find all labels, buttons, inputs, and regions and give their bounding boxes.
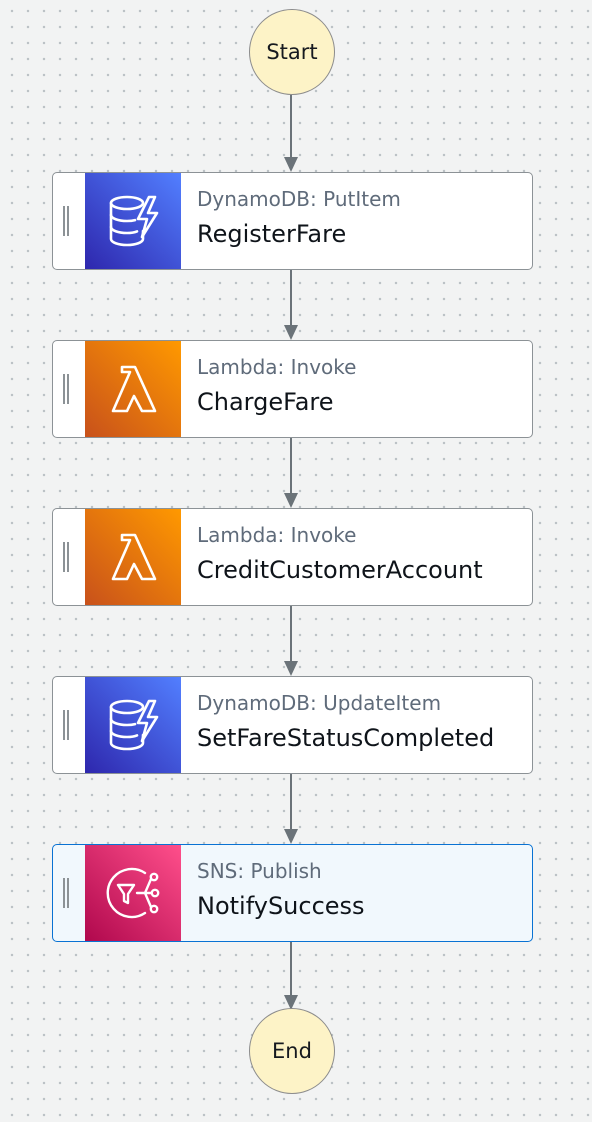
drag-handle-icon[interactable] (62, 878, 70, 908)
state-type-label: Lambda: Invoke (197, 523, 357, 547)
dynamodb-icon (85, 677, 181, 773)
connector-4 (290, 774, 292, 831)
state-charge-fare[interactable]: Lambda: Invoke ChargeFare (52, 340, 533, 438)
sns-icon (85, 845, 181, 941)
dynamodb-icon (85, 173, 181, 269)
state-notify-success[interactable]: SNS: Publish NotifySuccess (52, 844, 533, 942)
state-name-label: SetFareStatusCompleted (197, 724, 495, 752)
state-credit-customer-account[interactable]: Lambda: Invoke CreditCustomerAccount (52, 508, 533, 606)
state-set-fare-status-completed[interactable]: DynamoDB: UpdateItem SetFareStatusComple… (52, 676, 533, 774)
drag-handle-icon[interactable] (62, 710, 70, 740)
state-name-label: CreditCustomerAccount (197, 556, 483, 584)
start-node[interactable]: Start (249, 9, 335, 95)
connector-start (290, 95, 292, 159)
end-label: End (272, 1039, 312, 1063)
arrowhead-2 (284, 493, 298, 508)
state-type-label: Lambda: Invoke (197, 355, 357, 379)
lambda-icon (85, 341, 181, 437)
state-type-label: DynamoDB: UpdateItem (197, 691, 442, 715)
connector-end (290, 942, 292, 997)
end-node[interactable]: End (249, 1008, 335, 1094)
drag-handle-icon[interactable] (62, 206, 70, 236)
arrowhead-4 (284, 829, 298, 844)
state-name-label: ChargeFare (197, 388, 334, 416)
connector-1 (290, 270, 292, 327)
arrowhead-1 (284, 325, 298, 340)
state-register-fare[interactable]: DynamoDB: PutItem RegisterFare (52, 172, 533, 270)
arrowhead-start (284, 157, 298, 172)
arrowhead-end (284, 995, 298, 1010)
drag-handle-icon[interactable] (62, 542, 70, 572)
connector-2 (290, 438, 292, 495)
drag-handle-icon[interactable] (62, 374, 70, 404)
connector-3 (290, 606, 292, 663)
arrowhead-3 (284, 661, 298, 676)
state-name-label: RegisterFare (197, 220, 347, 248)
lambda-icon (85, 509, 181, 605)
state-type-label: DynamoDB: PutItem (197, 187, 401, 211)
state-name-label: NotifySuccess (197, 892, 365, 920)
start-label: Start (266, 40, 318, 64)
state-type-label: SNS: Publish (197, 859, 322, 883)
